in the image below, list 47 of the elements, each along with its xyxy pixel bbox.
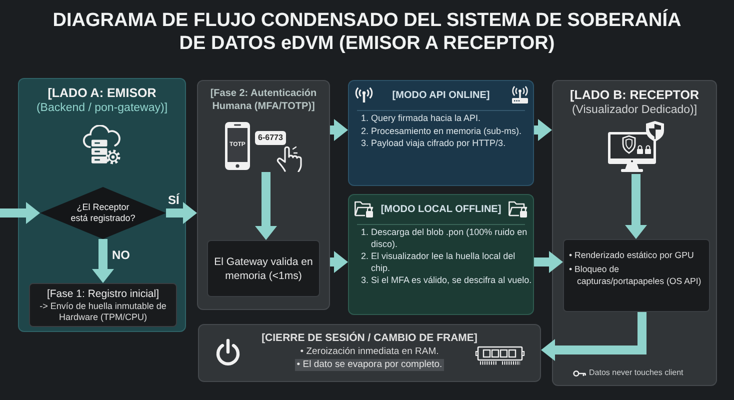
list-item: • Bloqueo de capturas/portapapeles (OS API) [569, 263, 702, 287]
panel-subheading: (Visualizador Dedicado)] [572, 103, 698, 117]
title: DIAGRAMA DE FLUJO CONDENSADO DEL SISTEMA DE SOBERANÍA DE DATOS eDVM (EMISOR A RECEPTOR) [52, 9, 682, 55]
list-item: • Renderizado estático por GPU [569, 249, 694, 261]
panel-heading: [CIERRE DE SESIÓN / CAMBIO DE FRAME] [262, 331, 478, 345]
edge-label: SÍ [168, 193, 180, 207]
arrow [0, 202, 40, 224]
list-item: 1. Query firmada hacia la API. [361, 113, 481, 124]
process-box [563, 239, 710, 312]
code-bubble: 6-6773 [255, 131, 286, 145]
list-item: 1. Descarga del blob .pon (100% ruido en disco). [361, 227, 528, 250]
arrow [541, 312, 646, 361]
list-item: • Zeroización inmediata en RAM. [300, 346, 439, 358]
panel-heading: [Fase 2: Autenticación Humana (MFA/TOTP)] [209, 87, 318, 113]
panel [198, 324, 541, 382]
list-item: 3. Si el MFA es válido, se descifra al vuelo. [361, 275, 532, 286]
box-heading: [Fase 1: Registro inicial] [46, 288, 160, 300]
arrow [330, 251, 348, 273]
decision-diamond [40, 187, 166, 239]
panel [197, 80, 330, 310]
list-item: 2. El visualizador lee la huella local del chip. [361, 251, 516, 274]
panel [552, 80, 717, 386]
process-box [29, 283, 177, 327]
note-text: Datos never touches client [589, 368, 684, 378]
arrow [534, 251, 563, 273]
decision-text: ¿El Receptor está registrado? [70, 202, 136, 224]
arrow [255, 172, 277, 240]
panel-heading: [MODO LOCAL OFFLINE] [380, 203, 502, 217]
panel [18, 78, 186, 332]
panel-subheading: (Backend / pon-gateway)] [36, 101, 168, 115]
arrow [330, 119, 348, 141]
list-item: 2. Procesamiento en memoria (sub-ms). [361, 126, 522, 137]
list-item: • El dato se evapora por completo. [294, 359, 444, 371]
panel [348, 80, 534, 186]
arrow [625, 174, 647, 239]
panel-heading: [LADO A: EMISOR [48, 86, 156, 101]
panel [348, 194, 534, 315]
panel-heading: [MODO API ONLINE] [392, 89, 490, 103]
arrow [166, 202, 197, 224]
arrow [534, 119, 552, 141]
box-text: -> Envío de huella inmutable de Hardware (TPM/CPU) [38, 300, 168, 322]
edge-label: NO [112, 248, 130, 262]
arrow [92, 239, 114, 283]
box-text: El Gateway valida en memoria (<1ms) [214, 254, 314, 282]
list-item: 3. Payload viaja cifrado por HTTP/3. [361, 138, 506, 150]
process-box [207, 240, 320, 297]
panel-heading: [LADO B: RECEPTOR [570, 88, 699, 103]
